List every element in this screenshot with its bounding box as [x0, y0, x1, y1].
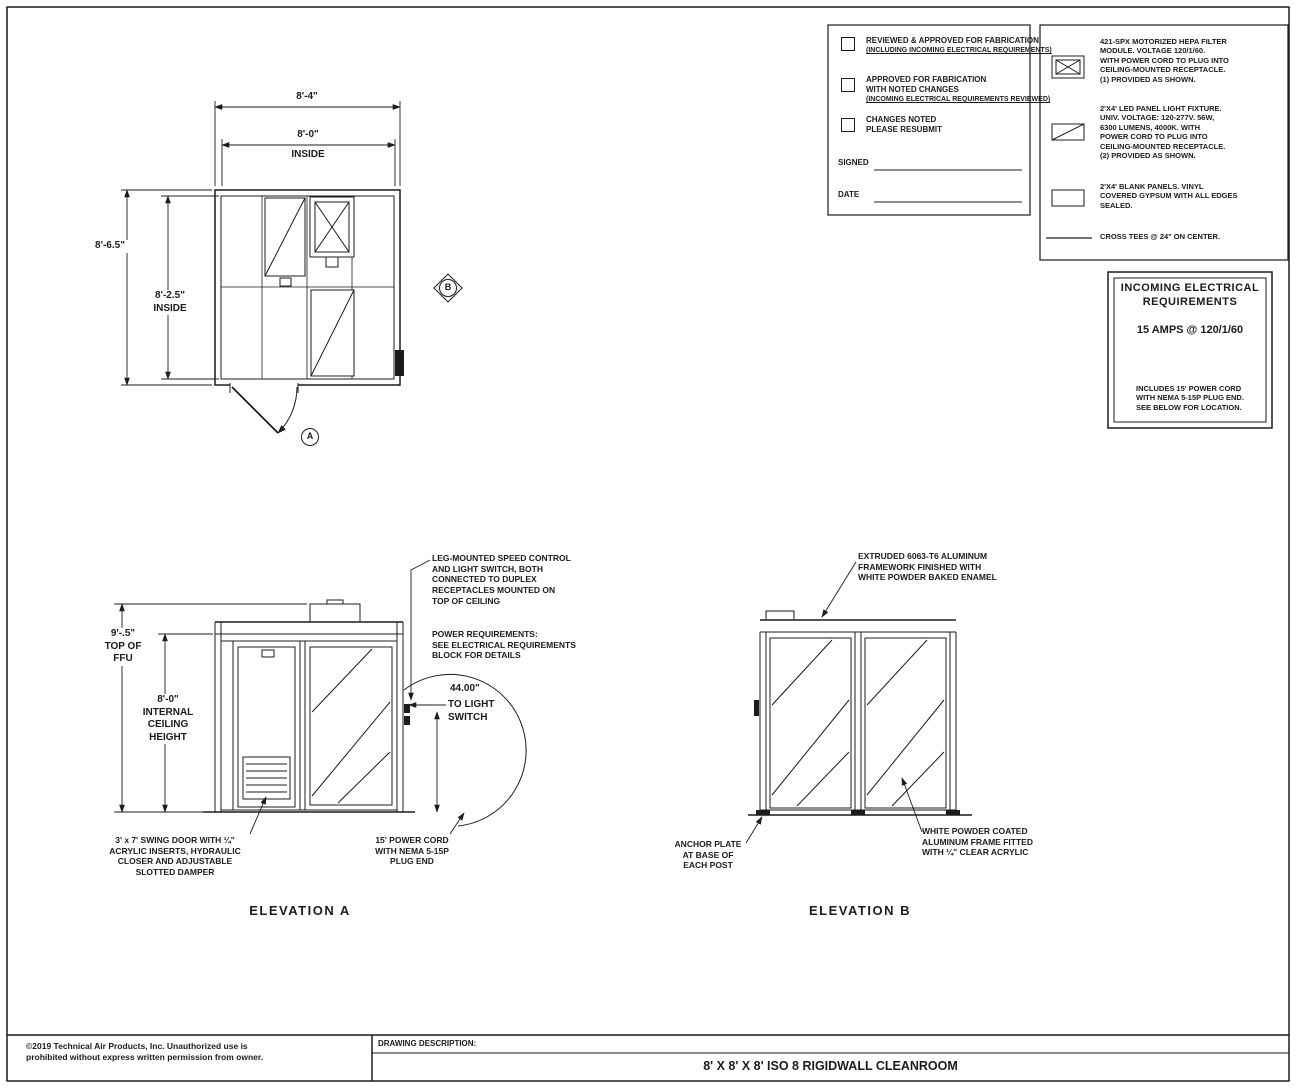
- elevation-a-leaders: [249, 559, 465, 835]
- plan-dim-inside-width-label: INSIDE: [291, 149, 325, 160]
- drawing-description-label: DRAWING DESCRIPTION:: [378, 1039, 477, 1048]
- plan-view-linework: [121, 101, 463, 446]
- plan-door-swing: [231, 386, 298, 434]
- elev-b-note-acrylic-frame: WHITE POWDER COATED ALUMINUM FRAME FITTE…: [922, 826, 1033, 858]
- section-marker-a-label: A: [306, 431, 314, 441]
- section-marker-b: [433, 273, 463, 303]
- legend-item-led-text: 2'X4' LED PANEL LIGHT FIXTURE. UNIV. VOL…: [1100, 104, 1226, 160]
- plan-dim-inside-depth: 8'-2.5" INSIDE: [140, 290, 200, 315]
- approval-checkbox-2[interactable]: [841, 78, 855, 92]
- drawing-description-title: 8' X 8' X 8' ISO 8 RIGIDWALL CLEANROOM: [703, 1059, 958, 1073]
- anchor-plate-mark: [946, 810, 960, 815]
- legend-item-hepa-text: 421-SPX MOTORIZED HEPA FILTER MODULE. VO…: [1100, 37, 1229, 84]
- elev-a-note-swing-door: 3' x 7' SWING DOOR WITH ¼" ACRYLIC INSER…: [109, 835, 241, 877]
- elev-a-dim-light-switch-label: TO LIGHT SWITCH: [448, 699, 495, 723]
- approval-checkbox-1[interactable]: [841, 37, 855, 51]
- date-label: DATE: [838, 190, 860, 199]
- approval-option-2-sublabel: (INCOMING ELECTRICAL REQUIREMENTS REVIEW…: [866, 96, 1051, 103]
- elevation-b-leaders: [745, 561, 923, 844]
- plan-dim-outer-depth: 8'-6.5": [80, 240, 140, 253]
- legend-item-cross-tee-text: CROSS TEES @ 24" ON CENTER.: [1100, 232, 1221, 241]
- copyright-notice: ©2019 Technical Air Products, Inc. Unaut…: [26, 1041, 264, 1062]
- elev-b-roof-receptacle: [765, 610, 795, 621]
- approval-block-frame: [827, 24, 1031, 216]
- sheet-border: [6, 6, 1290, 1082]
- legend-frame: [1039, 24, 1289, 261]
- elev-b-note-anchor-plate: ANCHOR PLATE AT BASE OF EACH POST: [674, 839, 742, 871]
- elev-b-hinge-mark: [754, 700, 759, 716]
- signed-label: SIGNED: [838, 158, 869, 167]
- elev-a-power-cord-arc: [403, 673, 527, 827]
- elev-a-dim-overall-height: 9'-.5" TOP OF FFU: [92, 628, 154, 666]
- elev-b-panel-left: [769, 637, 852, 809]
- legend-item-blank-text: 2'X4' BLANK PANELS. VINYL COVERED GYPSUM…: [1100, 182, 1238, 210]
- plan-dim-outer-width: 8'-4": [296, 91, 318, 102]
- electrical-block-rating: 15 AMPS @ 120/1/60: [1136, 324, 1244, 336]
- elev-a-dim-light-switch-value: 44.00": [450, 683, 480, 694]
- approval-option-2-label: APPROVED FOR FABRICATION WITH NOTED CHAN…: [866, 75, 987, 94]
- approval-option-1-label: REVIEWED & APPROVED FOR FABRICATION: [866, 36, 1039, 45]
- elevation-b-linework: [745, 561, 972, 844]
- elev-a-dim-ceiling-height: 8'-0" INTERNAL CEILING HEIGHT: [138, 694, 198, 744]
- approval-option-3-label: CHANGES NOTED PLEASE RESUBMIT: [866, 115, 943, 134]
- hepa-filter-symbol-icon: [1051, 55, 1085, 79]
- plan-led-panel-1: [264, 197, 306, 287]
- elevation-b-title: ELEVATION B: [809, 903, 911, 918]
- plan-power-cord-mark: [395, 350, 404, 376]
- section-marker-a: [301, 428, 319, 446]
- elevation-a-title: ELEVATION A: [249, 903, 351, 918]
- plan-led-panel-2: [310, 289, 355, 377]
- elev-b-panel-right: [864, 637, 947, 809]
- approval-option-1-sublabel: (INCLUDING INCOMING ELECTRICAL REQUIREME…: [866, 47, 1052, 54]
- elev-a-ffu: [309, 599, 361, 623]
- elev-a-note-power-requirements: POWER REQUIREMENTS: SEE ELECTRICAL REQUI…: [432, 629, 576, 661]
- plan-dim-inside-width: 8'-0": [297, 129, 319, 140]
- elev-a-light-switch-mark: [404, 716, 410, 725]
- section-marker-b-label: B: [444, 282, 452, 292]
- elev-a-window: [304, 641, 393, 810]
- elev-b-note-framework: EXTRUDED 6063-T6 ALUMINUM FRAMEWORK FINI…: [858, 551, 997, 583]
- electrical-block-note: INCLUDES 15' POWER CORD WITH NEMA 5-15P …: [1136, 384, 1244, 412]
- approval-checkbox-3[interactable]: [841, 118, 855, 132]
- anchor-plate-mark: [756, 810, 770, 815]
- elev-a-speed-control-mark: [404, 704, 410, 713]
- electrical-block-title: INCOMING ELECTRICAL REQUIREMENTS: [1120, 282, 1260, 308]
- plan-hepa-filter: [309, 196, 355, 268]
- electrical-block-frame: [1107, 271, 1273, 429]
- blank-panel-symbol-icon: [1051, 189, 1085, 207]
- anchor-plate-mark: [851, 810, 865, 815]
- led-panel-symbol-icon: [1051, 123, 1085, 141]
- elev-a-note-speed-control: LEG-MOUNTED SPEED CONTROL AND LIGHT SWIT…: [432, 553, 571, 606]
- elev-a-door: [232, 641, 301, 810]
- elev-a-note-power-cord: 15' POWER CORD WITH NEMA 5-15P PLUG END: [375, 835, 449, 867]
- plan-dimension-lines: [121, 101, 401, 386]
